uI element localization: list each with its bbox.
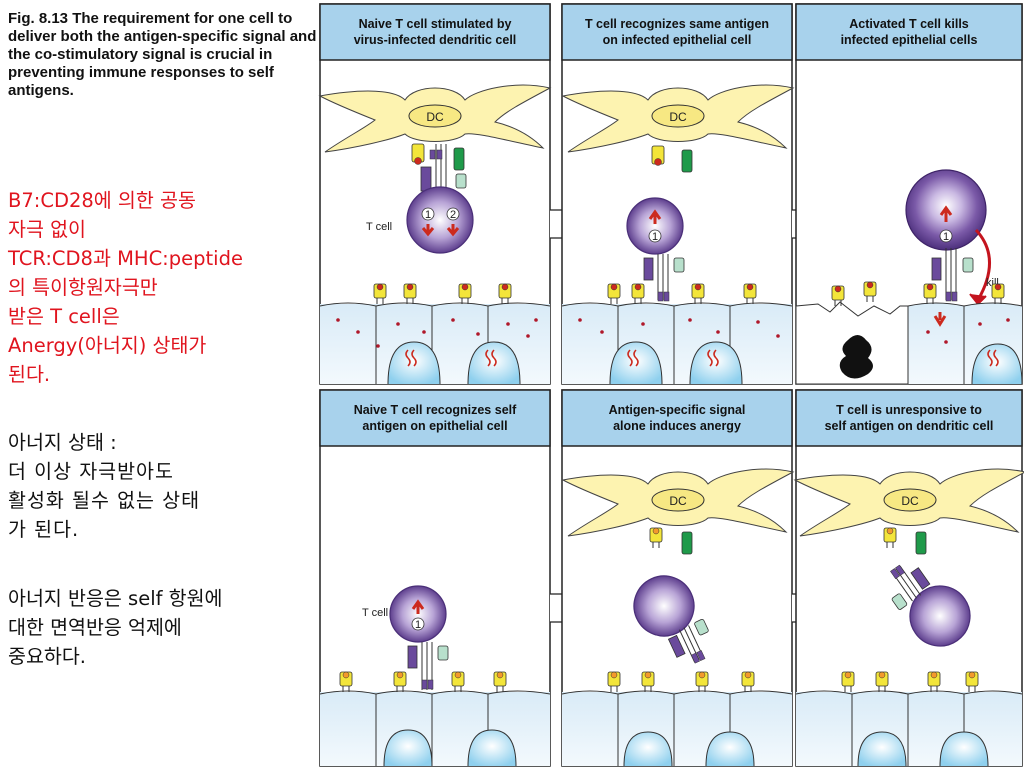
note-red-line: 된다. [8, 363, 51, 386]
panel-4-title-line: Naive T cell recognizes self [354, 403, 517, 417]
figure-number: Fig. 8.13 [8, 10, 69, 27]
panel-5: Antigen-specific signal alone induces an… [561, 389, 794, 767]
panel-3-title-line: infected epithelial cells [841, 33, 978, 47]
anergy-definition-line: 더 이상 자극받아도 [8, 460, 174, 483]
note-red-line: 받은 T cell은 [8, 305, 120, 328]
note-red-line: B7:CD28에 의한 공동 [8, 189, 196, 212]
panel-4: Naive T cell recognizes self antigen on … [319, 389, 551, 767]
anergy-definition-line: 가 된다. [8, 518, 80, 541]
panel-6-title-line: T cell is unresponsive to [836, 403, 982, 417]
figure-caption: Fig. 8.13 The requirement for one cell t… [8, 10, 318, 100]
t-cell-label: T cell [366, 221, 392, 233]
dc-mhc-molecule [411, 143, 467, 192]
b7-molecule [681, 531, 693, 555]
panel-2-title-line: on infected epithelial cell [603, 33, 752, 47]
panel-5-title-line: alone induces anergy [613, 419, 741, 433]
note-red-line: 의 특이항원자극만 [8, 276, 158, 299]
dendritic-cell: DC [562, 468, 794, 537]
signal-1-label: 1 [415, 619, 421, 631]
panel-1-title-line: virus-infected dendritic cell [354, 33, 517, 47]
epithelium [319, 671, 551, 767]
signal-2-label: 2 [450, 209, 456, 221]
anergy-definition-line: 활성화 될수 없는 상태 [8, 489, 201, 512]
panel-3: Activated T cell kills infected epitheli… [795, 3, 1023, 385]
peptide [654, 158, 662, 166]
signal-1-label: 1 [943, 231, 949, 243]
anergy-importance-line: 대한 면역반응 억제에 [8, 616, 182, 639]
damaged-epithelium [795, 281, 1023, 385]
svg-text:Antigen-specific signal: Antigen-specific signal [609, 403, 746, 417]
anergy-explanation-red: B7:CD28에 의한 공동 자극 없이 TCR:CD8과 MHC:peptid… [8, 186, 320, 389]
epithelium [319, 283, 551, 385]
panel-2: T cell recognizes same antigen on infect… [561, 3, 794, 385]
panel-1: Naive T cell stimulated by virus-infecte… [319, 3, 551, 385]
dendritic-cell: DC [794, 468, 1024, 537]
dc-label: DC [426, 110, 444, 124]
svg-text:self antigen on dendritic cell: self antigen on dendritic cell [825, 419, 994, 433]
epithelium [561, 671, 793, 767]
svg-text:infected epithelial cells: infected epithelial cells [841, 33, 978, 47]
activated-t-cell: 1 [905, 169, 987, 302]
panel-2-title-line: T cell recognizes same antigen [585, 17, 769, 31]
dendritic-cell: DC [319, 84, 551, 153]
unresponsive-t-cell [890, 564, 971, 647]
panel-5-title-line: Antigen-specific signal [609, 403, 746, 417]
svg-text:alone induces anergy: alone induces anergy [613, 419, 741, 433]
note-red-line: TCR:CD8과 MHC:peptide [8, 247, 243, 270]
svg-text:Naive T cell recognizes self: Naive T cell recognizes self [354, 403, 517, 417]
svg-text:T cell recognizes same antigen: T cell recognizes same antigen [585, 17, 769, 31]
kill-arrow [974, 228, 991, 301]
panel-3-title-line: Activated T cell kills [849, 17, 969, 31]
anergy-definition-heading: 아너지 상태 : [8, 431, 117, 454]
dc-label: DC [669, 110, 687, 124]
t-cell: 1 [389, 585, 449, 690]
figure-caption-text: The requirement for one cell to deliver … [8, 10, 317, 99]
t-cell-label: T cell [362, 607, 388, 619]
t-cell: 1 2 [406, 186, 474, 254]
anergy-definition: 아너지 상태 : 더 이상 자극받아도 활성화 될수 없는 상태 가 된다. [8, 428, 320, 544]
epithelium [795, 671, 1023, 767]
svg-text:virus-infected dendritic cell: virus-infected dendritic cell [354, 33, 517, 47]
svg-text:T cell is unresponsive to: T cell is unresponsive to [836, 403, 982, 417]
panel-6-title-line: self antigen on dendritic cell [825, 419, 994, 433]
dc-label: DC [901, 494, 919, 508]
svg-text:Activated T cell kills: Activated T cell kills [849, 17, 969, 31]
signal-1-label: 1 [652, 231, 658, 243]
anergy-importance-line: 중요하다. [8, 645, 86, 668]
epithelium [561, 283, 793, 385]
dc-label: DC [669, 494, 687, 508]
anergic-t-cell [633, 575, 709, 664]
signal-1-label: 1 [425, 209, 431, 221]
note-red-line: 자극 없이 [8, 218, 86, 241]
b7-molecule [915, 531, 927, 555]
svg-text:antigen on epithelial cell: antigen on epithelial cell [362, 419, 507, 433]
b7-molecule [681, 149, 693, 173]
panel-4-title-line: antigen on epithelial cell [362, 419, 507, 433]
svg-text:on infected epithelial cell: on infected epithelial cell [603, 33, 752, 47]
note-red-line: Anergy(아너지) 상태가 [8, 334, 207, 357]
dendritic-cell: DC [562, 84, 794, 153]
svg-text:Naive T cell stimulated by: Naive T cell stimulated by [359, 17, 512, 31]
anergy-importance-note: 아너지 반응은 self 항원에 대한 면역반응 억제에 중요하다. [8, 584, 320, 671]
panel-6: T cell is unresponsive to self antigen o… [794, 389, 1024, 767]
anergy-diagram: Naive T cell stimulated by virus-infecte… [319, 3, 1024, 767]
anergy-importance-line: 아너지 반응은 self 항원에 [8, 587, 223, 610]
t-cell: 1 [626, 197, 685, 302]
panel-1-title-line: Naive T cell stimulated by [359, 17, 512, 31]
